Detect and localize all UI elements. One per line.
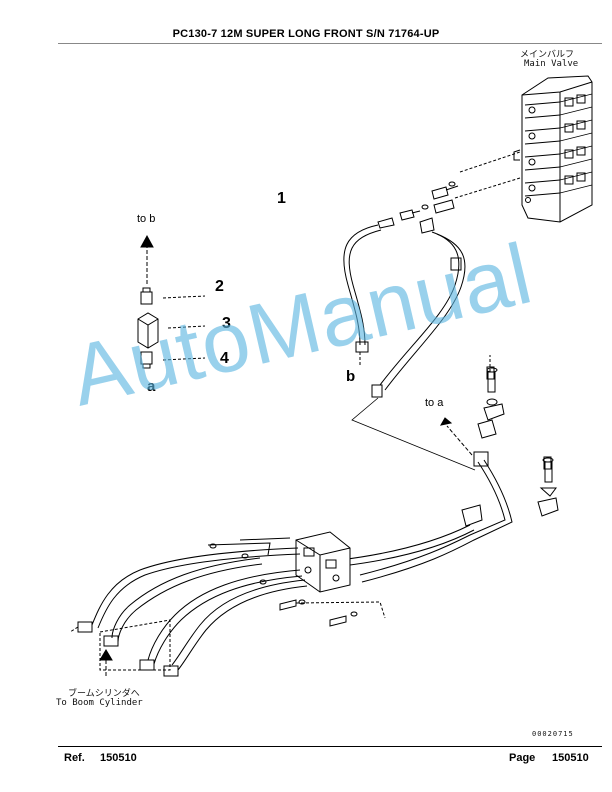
to-a-arrow [440, 417, 473, 456]
callout-item-4: 4 [220, 350, 229, 367]
label-to-a: to a [425, 397, 444, 409]
main-valve-label-jp: メインバルフ [520, 50, 575, 60]
boom-cylinder-label-en: To Boom Cylinder [56, 698, 143, 708]
label-to-b: to b [137, 213, 156, 225]
footer-page-value: 150510 [552, 752, 589, 764]
callout-item-2: 2 [215, 278, 224, 295]
callout-letter-a: a [147, 378, 156, 395]
boom-arrow [99, 649, 113, 676]
steel-pipes [339, 451, 513, 583]
main-valve-label-en: Main Valve [524, 59, 579, 69]
lower-valve-block [295, 531, 351, 593]
footer-divider [58, 746, 602, 747]
callout-letter-b: b [346, 368, 356, 385]
footer-ref-label: Ref. [64, 752, 85, 764]
clamp-upper [477, 367, 505, 439]
boom-cylinder-label-jp: ブームシリンダへ [68, 689, 140, 699]
header-divider [58, 43, 602, 44]
footer-page-label: Page [509, 752, 536, 764]
boom-hoses [69, 537, 308, 677]
part-3-drawing [137, 312, 206, 349]
callout-item-3: 3 [222, 315, 231, 332]
to-b-arrow [140, 234, 154, 284]
drawing-number: 00020715 [532, 730, 574, 738]
main-valve-drawing [513, 75, 593, 223]
page-title: PC130-7 12M SUPER LONG FRONT S/N 71764-U… [172, 28, 440, 40]
bolts [279, 355, 552, 627]
valve-fittings [377, 151, 521, 234]
hose-main [351, 231, 476, 471]
part-4-drawing [140, 351, 206, 369]
footer-ref-value: 150510 [100, 752, 137, 764]
callout-item-1: 1 [277, 190, 286, 207]
hose-b [343, 224, 382, 365]
part-2-drawing [140, 287, 206, 305]
clamp-lower [537, 457, 559, 517]
